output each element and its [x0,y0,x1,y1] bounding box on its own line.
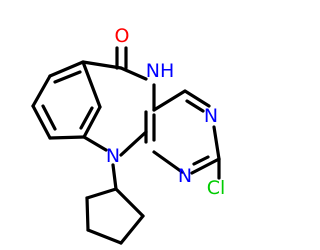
bond [85,196,90,232]
pyrimidine-nitrogen-bottom-label: N [178,165,192,187]
pyrimidine-nitrogen-top-label: N [204,105,218,127]
diazepine-nitrogen-label: N [106,145,120,167]
bond [31,104,52,140]
bond [212,125,221,161]
bond [119,130,148,157]
oxygen-atom-label: O [115,25,130,47]
chlorine-atom-label: Cl [207,177,226,199]
bond [183,89,211,108]
bond [82,105,102,139]
bond [119,214,145,245]
bond [82,135,108,152]
aromatic-inner-bond [185,99,205,113]
aromatic-inner-bond [53,70,82,84]
bond [81,60,102,109]
bond [190,157,221,175]
bond [48,60,85,78]
bond [86,228,123,245]
bond [152,89,187,112]
bond [111,163,118,191]
aromatic-inner-bond [41,104,57,131]
aromatic-inner-bond [192,155,210,166]
bond [119,66,148,81]
amide-nh-label: NH [146,60,175,82]
aromatic-inner-bond [79,106,94,130]
bond [31,74,52,108]
bond-lines [31,46,221,245]
chemical-structure: O NH N N N Cl [31,25,225,245]
bond [114,187,145,218]
bond [48,135,86,140]
bond [85,187,118,200]
bond [81,60,123,70]
atom-labels: O NH N N N Cl [106,25,225,199]
bond [152,150,184,174]
